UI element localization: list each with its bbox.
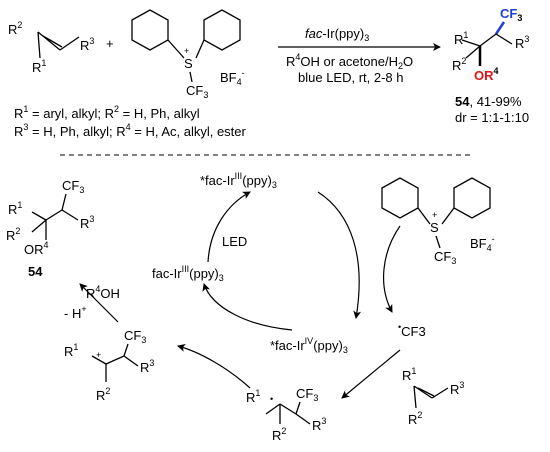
svg-text:R1: R1	[454, 30, 468, 47]
svg-text:CF3: CF3	[186, 83, 208, 100]
svg-text:OR4: OR4	[24, 240, 49, 257]
svg-text:R2: R2	[452, 56, 466, 73]
minus-h-label: - H+	[64, 304, 87, 321]
svg-text:R1: R1	[64, 342, 78, 359]
plus-sign: +	[106, 36, 114, 51]
led-label: LED	[222, 234, 247, 249]
svg-text:+: +	[96, 350, 101, 360]
svg-text:dr = 1:1-1:10: dr = 1:1-1:10	[455, 110, 529, 125]
svg-text:54: 54	[28, 264, 43, 279]
svg-text:R3: R3	[80, 36, 94, 53]
arrow-radical-addition	[341, 349, 401, 399]
svg-text:R3: R3	[515, 34, 529, 51]
svg-text:CF3: CF3	[124, 328, 146, 345]
svg-text:R1 = aryl, alkyl; R2 = H, Ph,: R1 = aryl, alkyl; R2 = H, Ph, alkyl	[14, 104, 200, 121]
arrow-ir4-to-ir3	[202, 283, 293, 331]
ir3-label: fac-IrIII(ppy)3	[152, 264, 224, 283]
alkene-cycle: R1 R3 R2	[402, 366, 464, 427]
svg-text:R1: R1	[32, 58, 46, 75]
arrow-ir3-to-excited	[207, 191, 251, 263]
svg-text:S: S	[430, 220, 439, 235]
svg-text:•: •	[270, 394, 273, 404]
svg-text:+: +	[432, 210, 437, 220]
svg-text:R3: R3	[140, 358, 154, 375]
svg-text:blue LED, rt, 2-8 h: blue LED, rt, 2-8 h	[298, 70, 404, 85]
svg-text:R2: R2	[96, 386, 110, 403]
svg-text:CF3: CF3	[62, 178, 84, 195]
alkene-reagent: R2 R3 R1	[8, 20, 94, 75]
svg-text:R1: R1	[402, 366, 416, 383]
svg-text:R1: R1	[246, 388, 260, 405]
svg-text:BF4-: BF4-	[220, 68, 245, 87]
arrow-excited-to-ir4	[317, 191, 362, 319]
svg-text:R2: R2	[272, 426, 286, 443]
arrow-oxidation	[177, 343, 251, 389]
excited-ir3-label: *fac-IrIII(ppy)3	[200, 171, 277, 190]
svg-text:OR4: OR4	[474, 66, 499, 83]
cf3-radical: •CF3	[398, 322, 426, 339]
sulfonium-reagent-top: S + CF3 BF4-	[131, 9, 245, 100]
arrow-sulfonium-to-radical	[382, 225, 401, 313]
substituent-definitions: R1 = aryl, alkyl; R2 = H, Ph, alkyl R3 =…	[14, 104, 247, 139]
arrow-nucleophile	[79, 283, 119, 323]
product-top: CF3 R1 R3 R2 OR4 54, 41-99% dr = 1:1-1:1…	[452, 6, 529, 125]
svg-text:R3: R3	[80, 214, 94, 231]
svg-text:R1: R1	[8, 200, 22, 217]
svg-text:R3: R3	[312, 416, 326, 433]
carbocation-intermediate: CF3 R1 R3 R2 +	[64, 328, 154, 403]
sulfonium-reagent-cycle: S + CF3 BF4-	[381, 177, 495, 266]
r4oh-label: R4OH	[86, 284, 120, 301]
svg-text:R3: R3	[450, 380, 464, 397]
svg-text:R2: R2	[6, 226, 20, 243]
svg-text:BF4-: BF4-	[470, 234, 495, 253]
radical-intermediate: CF3 R1 R3 R2 •	[246, 386, 326, 443]
svg-text:CF3: CF3	[434, 249, 456, 266]
svg-text:S: S	[184, 56, 193, 71]
svg-text:R2: R2	[408, 410, 422, 427]
svg-text:54, 41-99%: 54, 41-99%	[455, 94, 522, 109]
svg-text:R3 = H, Ph, alkyl; R4 = H, Ac,: R3 = H, Ph, alkyl; R4 = H, Ac, alkyl, es…	[14, 122, 247, 139]
svg-text:CF3: CF3	[500, 6, 522, 23]
svg-text:R2: R2	[8, 20, 22, 37]
svg-text:R4OH or acetone/H2O: R4OH or acetone/H2O	[286, 52, 413, 71]
svg-text:+: +	[184, 46, 189, 56]
svg-text:fac-Ir(ppy)3: fac-Ir(ppy)3	[305, 26, 369, 43]
reaction-arrow: fac-Ir(ppy)3 R4OH or acetone/H2O blue LE…	[278, 26, 441, 85]
ir4-label: *fac-IrIV(ppy)3	[270, 336, 348, 355]
product-cycle: CF3 R1 R3 R2 OR4 54	[6, 178, 94, 279]
svg-text:CF3: CF3	[296, 386, 318, 403]
